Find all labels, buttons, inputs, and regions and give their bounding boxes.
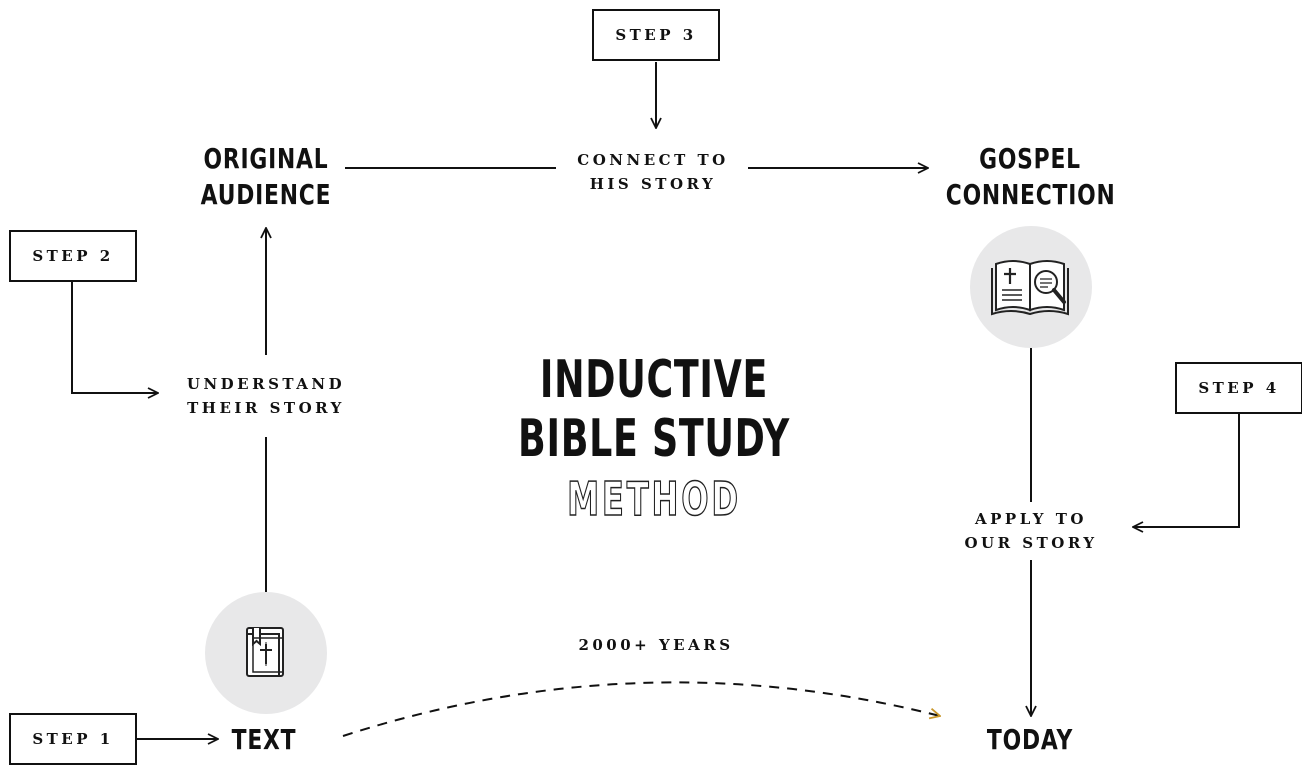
apply-to-our-story-label: APPLY TO OUR STORY: [945, 507, 1117, 555]
today-node: TODAY: [986, 723, 1074, 756]
apply-line-2: OUR STORY: [964, 534, 1098, 552]
step-4-box: STEP 4: [1175, 362, 1302, 414]
understand-line-2: THEIR STORY: [187, 399, 345, 417]
step2-arrow: [71, 282, 158, 393]
step-1-label: STEP 1: [32, 730, 114, 748]
understand-line-1: UNDERSTAND: [186, 375, 346, 393]
apply-line-1: APPLY TO: [975, 510, 1087, 528]
text-node: TEXT: [231, 723, 297, 756]
step4-arrow: [1133, 413, 1240, 527]
title-line-bible-study: BIBLE STUDY: [518, 409, 790, 469]
connect-line-2: HIS STORY: [589, 175, 717, 193]
title-line-inductive: INDUCTIVE: [539, 350, 769, 410]
step-3-box: STEP 3: [592, 9, 720, 61]
bible-book-icon: [246, 627, 284, 677]
step-4-label: STEP 4: [1198, 379, 1280, 397]
step-3-label: STEP 3: [615, 26, 697, 44]
text-icon-circle: [205, 592, 327, 714]
original-audience-line-1: ORIGINAL: [203, 142, 329, 175]
understand-their-story-label: UNDERSTAND THEIR STORY: [160, 372, 372, 420]
step-1-box: STEP 1: [9, 713, 137, 765]
gospel-connection-line-2: CONNECTION: [945, 178, 1116, 211]
step-2-label: STEP 2: [32, 247, 114, 265]
connect-line-1: CONNECT TO: [577, 151, 729, 169]
connect-to-his-story-label: CONNECT TO HIS STORY: [558, 148, 748, 196]
original-audience-node: ORIGINAL AUDIENCE: [196, 141, 336, 213]
timeline-years-label: 2000+ YEARS: [578, 636, 734, 654]
gospel-connection-node: GOSPEL CONNECTION: [945, 141, 1116, 213]
title-line-method: METHOD: [567, 472, 741, 526]
gospel-connection-line-1: GOSPEL: [979, 142, 1081, 175]
original-audience-line-2: AUDIENCE: [200, 178, 332, 211]
step-2-box: STEP 2: [9, 230, 137, 282]
gospel-icon-circle: [970, 226, 1092, 348]
timeline-dashed-curve: [342, 681, 940, 737]
open-bible-search-icon: [991, 260, 1069, 316]
